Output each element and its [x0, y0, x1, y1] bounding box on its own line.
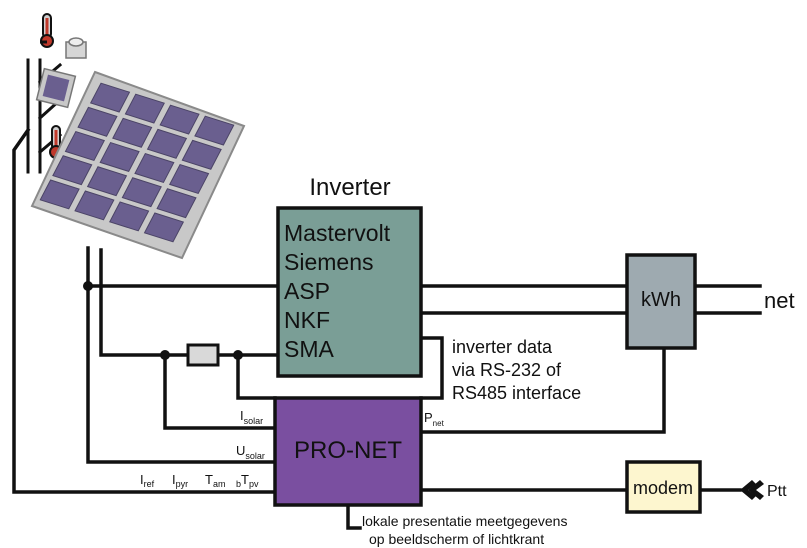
- reference-cell-icon: [35, 67, 77, 109]
- pv-cell: [109, 201, 150, 232]
- p-net-sub: net: [433, 419, 445, 428]
- iref-main: I: [140, 472, 144, 487]
- pv-cell: [74, 190, 115, 221]
- pv-cell: [99, 141, 140, 173]
- p-net-main: P: [424, 410, 433, 425]
- thermometer-module-icon: [49, 125, 63, 159]
- panel-cells: [39, 82, 235, 243]
- pv-cable-a: [86, 246, 277, 464]
- pronet-box: [273, 396, 423, 507]
- pv-cell: [159, 104, 200, 135]
- pv-cell: [134, 152, 175, 184]
- pv-cell: [52, 155, 93, 186]
- sensor-tpv-label: bTpv: [236, 472, 259, 489]
- sensor-ipyr-label: Ipyr: [172, 472, 188, 489]
- inverter-title: Inverter: [309, 174, 390, 201]
- u-solar-sub: solar: [245, 451, 265, 461]
- pv-cell: [194, 115, 235, 146]
- shunt-wire-left: [163, 353, 277, 430]
- pv-cell: [124, 93, 165, 124]
- i-solar-main: I: [240, 408, 244, 423]
- pv-cell: [156, 188, 197, 219]
- net-label: net: [764, 288, 795, 313]
- pv-cell: [89, 82, 131, 113]
- display-note-line-2: op beeldscherm of lichtkrant: [369, 531, 544, 547]
- tam-sub: am: [213, 479, 226, 489]
- wiring: [12, 58, 762, 530]
- comm-note-line-1: inverter data: [452, 337, 553, 357]
- p-net-label: Pnet: [424, 410, 445, 428]
- iref-sub: ref: [144, 479, 155, 489]
- pnet-wire: [419, 348, 666, 434]
- tpv-pre: b: [236, 479, 241, 489]
- junction-dot: [160, 350, 170, 360]
- display-wire: [346, 503, 362, 530]
- ipyr-sub: pyr: [176, 479, 189, 489]
- kwh-meter-box: [625, 253, 697, 350]
- pv-cell: [146, 128, 188, 159]
- pv-cell: [121, 177, 162, 208]
- display-note-line-1: lokale presentatie meetgegevens: [362, 513, 567, 529]
- pv-cell: [64, 130, 106, 162]
- pronet-label: PRO-NET: [294, 437, 402, 464]
- u-solar-label: Usolar: [236, 443, 265, 461]
- shunt-resistor: [186, 343, 220, 367]
- sensor-mast: [26, 58, 42, 174]
- inverter-brand-asp: ASP: [284, 278, 330, 304]
- inverter-brand-mastervolt: Mastervolt: [284, 220, 391, 246]
- comm-note-line-3: RS485 interface: [452, 383, 581, 403]
- data-link: [419, 336, 444, 400]
- tam-main: T: [205, 472, 213, 487]
- pv-cell: [39, 179, 80, 210]
- pv-cell: [112, 117, 153, 148]
- pyranometer-icon: [65, 37, 87, 59]
- tpv-main: T: [241, 472, 249, 487]
- pv-cell: [86, 166, 128, 197]
- telephone-plug-icon: [740, 480, 764, 500]
- solar-panel: [30, 70, 246, 260]
- sensor-tam-label: Tam: [205, 472, 225, 489]
- shunt-wire-right: [236, 353, 277, 400]
- ptt-label: Ptt: [767, 483, 787, 500]
- inverter-brand-nkf: NKF: [284, 307, 330, 333]
- thermometer-top-icon: [40, 13, 54, 48]
- modem-box: [625, 460, 702, 514]
- kwh-label: kWh: [641, 289, 681, 311]
- inverter-brand-sma: SMA: [284, 336, 335, 362]
- pv-cell: [143, 212, 185, 243]
- sensor-cable: [12, 127, 277, 494]
- modem-label: modem: [633, 478, 693, 498]
- comm-note-line-2: via RS-232 of: [452, 360, 562, 380]
- junction-dot: [83, 281, 93, 291]
- pv-cell: [168, 163, 210, 195]
- inverter-box: [276, 206, 423, 378]
- pv-cable-b: [99, 248, 280, 357]
- junctions: [83, 281, 243, 360]
- ipyr-main: I: [172, 472, 176, 487]
- junction-dot: [233, 350, 243, 360]
- sensor-iref-label: Iref: [140, 472, 155, 489]
- pv-cell: [181, 139, 222, 170]
- pv-cell: [77, 106, 118, 137]
- i-solar-label: Isolar: [240, 408, 263, 426]
- i-solar-sub: solar: [244, 416, 264, 426]
- inverter-brand-siemens: Siemens: [284, 249, 373, 275]
- u-solar-main: U: [236, 443, 245, 458]
- tpv-sub: pv: [249, 479, 259, 489]
